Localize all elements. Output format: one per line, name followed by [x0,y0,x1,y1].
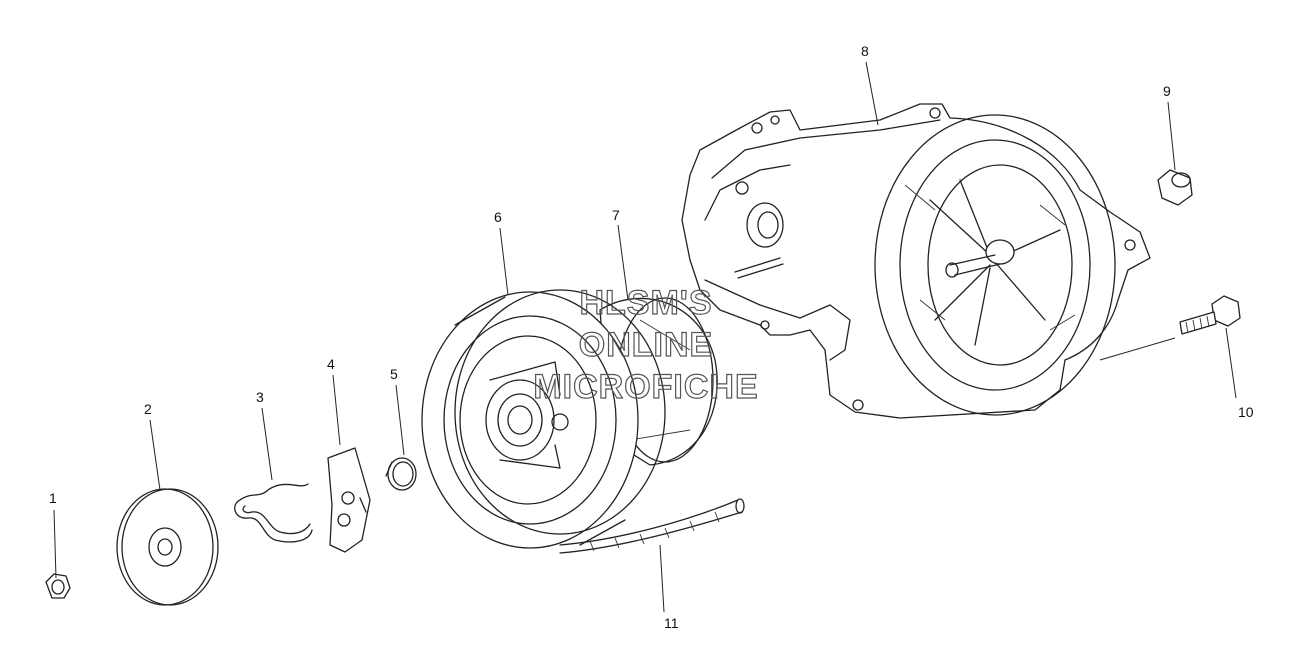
part-1-nut [45,573,71,599]
label-part-4: 4 [327,356,335,372]
part-8-starter-housing [681,103,1151,419]
part-labels: 1 2 3 4 5 6 7 8 9 10 11 [49,43,1254,631]
part-6-rope-pulley [421,289,718,549]
label-part-1: 1 [49,490,57,506]
part-9-bushing [1157,169,1193,206]
label-part-10: 10 [1238,404,1254,420]
part-5-spring [385,457,417,491]
part-10-bolt [1179,295,1241,335]
label-part-3: 3 [256,389,264,405]
label-part-2: 2 [144,401,152,417]
part-11-starter-rope [559,498,745,554]
part-4-pawl [327,447,371,553]
watermark-line-3: MICROFICHE [533,368,758,406]
label-part-9: 9 [1163,83,1171,99]
watermark: HLSM'S ONLINE MICROFICHE [533,283,759,406]
watermark-line-1: HLSM'S [579,284,712,322]
leader-lines [53,61,1237,613]
label-part-11: 11 [664,615,679,631]
label-part-7: 7 [612,207,620,223]
label-part-5: 5 [390,366,398,382]
part-2-drive-plate [116,488,219,606]
label-part-6: 6 [494,209,502,225]
watermark-line-2: ONLINE [579,326,713,364]
label-part-8: 8 [861,43,869,59]
part-3-clip [234,483,313,543]
